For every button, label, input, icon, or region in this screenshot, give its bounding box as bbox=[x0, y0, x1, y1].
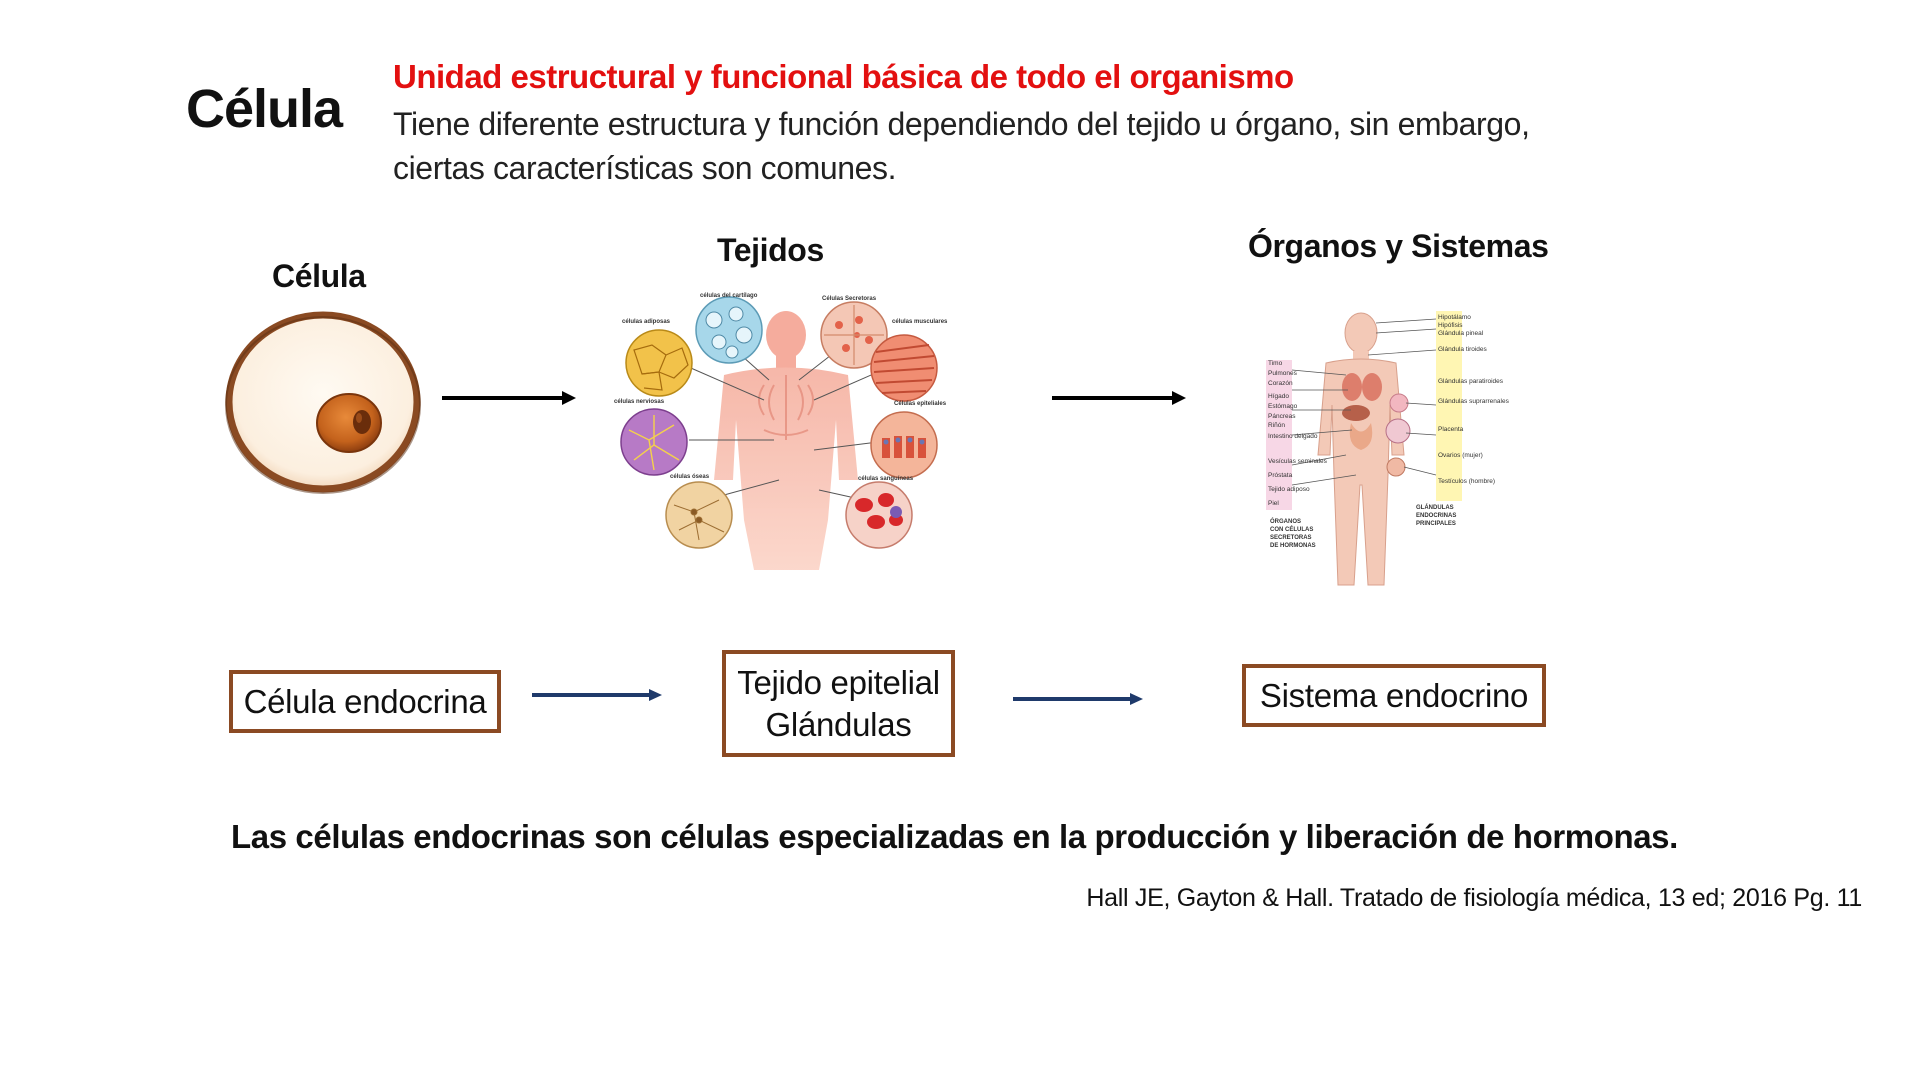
box-epithelial-tissue-line2: Glándulas bbox=[765, 705, 912, 743]
label-muscle: células musculares bbox=[892, 319, 948, 325]
box-endocrine-cell: Célula endocrina bbox=[229, 670, 501, 733]
organ-label-left-0: Timo bbox=[1268, 360, 1283, 367]
endocrine-cell-note: Las células endocrinas son células espec… bbox=[231, 818, 1678, 855]
organ-label-right-2: Glándula pineal bbox=[1438, 330, 1484, 337]
organ-label-left-6: Riñón bbox=[1268, 422, 1285, 429]
organ-label-right-8: Testículos (hombre) bbox=[1438, 478, 1495, 485]
organ-caption-right-2: PRINCIPALES bbox=[1416, 521, 1456, 527]
organs-body-silhouette bbox=[1317, 312, 1405, 586]
organ-label-left-2: Corazón bbox=[1268, 380, 1293, 387]
organ-label-left-4: Estómago bbox=[1268, 403, 1298, 410]
definition-text: Tiene diferente estructura y función dep… bbox=[393, 106, 1530, 186]
organ-caption-left-0: ÓRGANOS bbox=[1270, 517, 1301, 525]
organ-label-right-0: Hipotálamo bbox=[1438, 314, 1471, 321]
organ-label-left-9: Próstata bbox=[1268, 472, 1293, 479]
label-bone: células óseas bbox=[670, 474, 710, 480]
organ-label-right-3: Glándula tiroides bbox=[1438, 346, 1488, 353]
organ-caption-left-3: DE HORMONAS bbox=[1270, 543, 1316, 549]
organ-label-left-5: Páncreas bbox=[1268, 413, 1296, 420]
organ-caption-right-0: GLÁNDULAS bbox=[1416, 504, 1454, 511]
definition-subtitle: Unidad estructural y funcional básica de… bbox=[393, 58, 1294, 95]
organ-caption-left-2: SECRETORAS bbox=[1270, 535, 1312, 541]
arrow-tissue-to-organs bbox=[1052, 391, 1186, 405]
level-cell-heading: Célula bbox=[272, 258, 366, 294]
bone-cells-circle bbox=[665, 481, 733, 549]
blood-cells-circle bbox=[845, 481, 913, 549]
arrow-cell-to-tissue bbox=[442, 391, 576, 405]
organ-label-left-10: Tejido adiposo bbox=[1268, 486, 1310, 493]
cell-nucleolus bbox=[353, 410, 371, 434]
tissues-illustration: células del cartílago Células Secretoras… bbox=[614, 293, 948, 570]
box-endocrine-system: Sistema endocrino bbox=[1242, 664, 1546, 727]
label-secretory: Células Secretoras bbox=[822, 296, 877, 302]
muscle-cells-circle bbox=[870, 334, 938, 402]
level-organs-heading: Órganos y Sistemas bbox=[1248, 228, 1549, 264]
organ-caption-left-1: CON CÉLULAS bbox=[1270, 525, 1313, 533]
cell-nucleus bbox=[316, 393, 382, 453]
organ-caption-right-1: ENDOCRINAS bbox=[1416, 513, 1456, 519]
organ-label-left-7: Intestino delgado bbox=[1268, 433, 1318, 440]
secretory-cells-circle bbox=[820, 301, 888, 369]
box-endocrine-system-label: Sistema endocrino bbox=[1259, 676, 1529, 714]
organ-label-left-1: Pulmones bbox=[1268, 370, 1298, 377]
label-epithelial: Células epiteliales bbox=[894, 401, 947, 407]
level-tissues-heading: Tejidos bbox=[717, 232, 824, 268]
organ-label-right-4: Glándulas paratiroides bbox=[1438, 378, 1504, 385]
arrow-endocrine-cell-to-tissue bbox=[532, 689, 662, 701]
organ-label-left-8: Vesículas seminales bbox=[1268, 458, 1328, 465]
box-epithelial-tissue-line1: Tejido epitelial bbox=[737, 663, 940, 701]
human-silhouette bbox=[714, 311, 858, 570]
organ-label-left-11: Piel bbox=[1268, 500, 1279, 507]
nerve-cells-circle bbox=[620, 408, 688, 476]
epithelial-cells-circle bbox=[870, 411, 938, 479]
organ-label-right-1: Hipófisis bbox=[1438, 322, 1463, 329]
box-epithelial-tissue: Tejido epitelial Glándulas bbox=[722, 650, 955, 757]
cell-illustration bbox=[225, 311, 421, 494]
cartilage-cells-circle bbox=[695, 296, 763, 364]
organs-illustration: Timo Pulmones Corazón Hígado Estómago Pá… bbox=[1266, 311, 1510, 586]
organ-label-right-5: Glándulas suprarrenales bbox=[1438, 398, 1510, 405]
arrow-tissue-to-endocrine-system bbox=[1013, 693, 1143, 705]
organ-label-left-3: Hígado bbox=[1268, 393, 1289, 400]
box-endocrine-cell-label: Célula endocrina bbox=[243, 682, 487, 720]
label-nerve: células nerviosas bbox=[614, 399, 665, 405]
label-blood: células sanguíneas bbox=[858, 476, 914, 482]
label-adipose: células adiposas bbox=[622, 319, 671, 325]
organ-label-right-7: Ovarios (mujer) bbox=[1438, 452, 1483, 459]
label-cartilage: células del cartílago bbox=[700, 293, 758, 299]
reference-citation: Hall JE, Gayton & Hall. Tratado de fisio… bbox=[1086, 884, 1862, 912]
adipose-cells-circle bbox=[625, 329, 693, 397]
cell-membrane-shadow bbox=[225, 316, 421, 494]
page-title: Célula bbox=[186, 79, 343, 139]
organ-label-right-6: Placenta bbox=[1438, 426, 1464, 433]
